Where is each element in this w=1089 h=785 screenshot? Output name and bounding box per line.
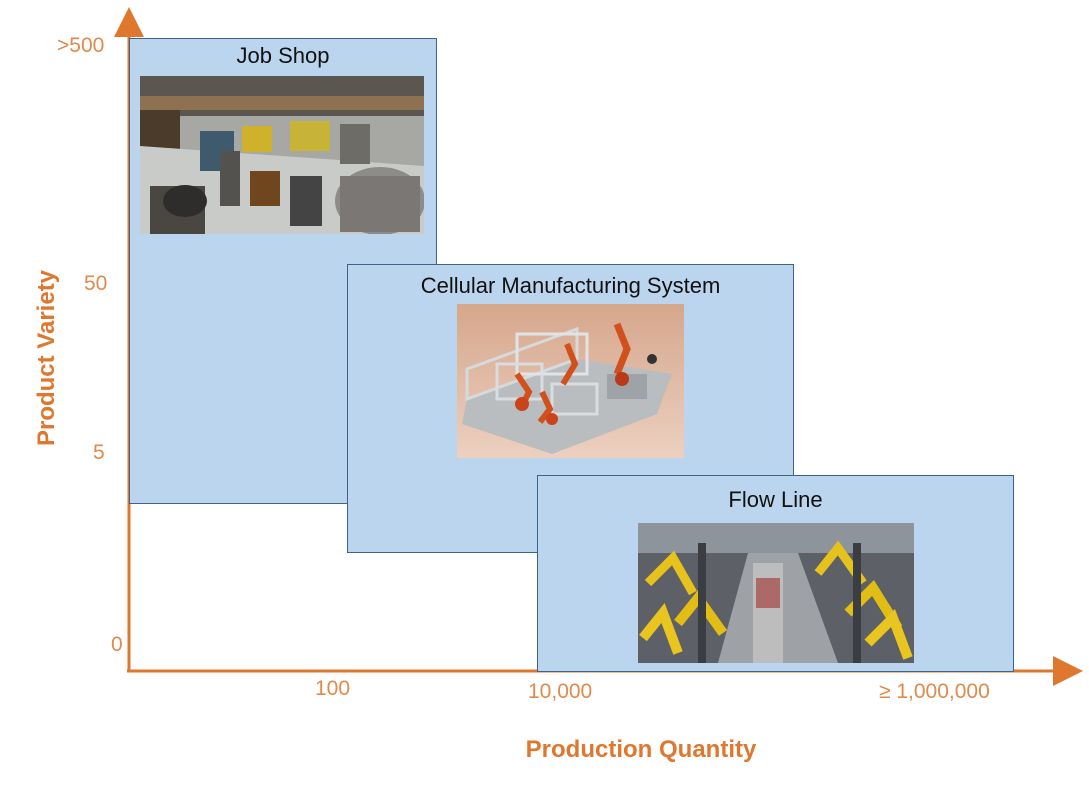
x-axis-title: Production Quantity	[526, 736, 757, 764]
job-shop-photo	[140, 76, 424, 234]
region-label: Flow Line	[538, 487, 1013, 513]
x-tick-label: ≥ 1,000,000	[879, 680, 990, 704]
y-tick-label: >500	[57, 34, 104, 58]
y-tick-label: 5	[93, 441, 105, 465]
x-tick-label: 100	[315, 677, 350, 701]
region-label: Job Shop	[130, 43, 436, 69]
cellular-manufacturing-photo	[457, 304, 684, 458]
region-flow-line: Flow Line	[537, 475, 1014, 672]
flow-line-photo	[638, 523, 914, 663]
region-label: Cellular Manufacturing System	[348, 273, 793, 299]
y-tick-label: 0	[111, 633, 123, 657]
y-tick-label: 50	[84, 272, 107, 296]
x-tick-label: 10,000	[528, 680, 592, 704]
y-axis-title: Product Variety	[33, 270, 61, 446]
